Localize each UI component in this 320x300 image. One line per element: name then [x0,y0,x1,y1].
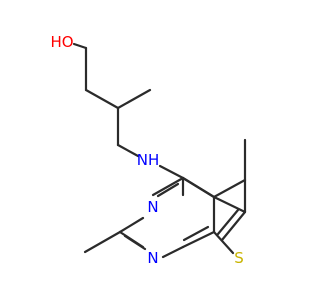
bond-thio-a [212,178,247,199]
bond-methyl-2 [83,230,122,254]
bond-ring-b2 [156,182,180,198]
bond-thio-d [220,210,247,242]
hydroxyl-label: HO [50,33,73,51]
bond-ring-e2 [123,234,147,251]
bond-c2-c3 [84,88,120,110]
bond-layer [72,42,247,259]
pyrimidine-n-bottom-label: N [147,249,158,267]
atom-label-layer: HO NH N N S [50,33,243,267]
bond-ring-g [181,230,216,249]
bond-ring-b [151,176,185,197]
bond-ring-d [118,216,145,234]
bond-thio-d2 [216,208,240,236]
bond-fused-top [181,176,216,199]
bond-n-cring [158,164,185,180]
thiophene-s-label: S [234,249,244,267]
structure-diagram: HO NH N N S [50,33,247,267]
bond-thio-e [212,230,235,255]
bond-thio-b [212,195,247,214]
bond-c3-methyl [116,88,152,110]
amine-label: NH [137,151,160,169]
bond-ring-f [161,245,185,259]
bond-c4-n [116,143,140,158]
pyrimidine-n-top-label: N [147,198,158,216]
molecule-canvas: HO NH N N S [50,33,247,267]
bond-o-c1 [72,42,88,50]
bond-ring-g2 [182,225,210,242]
